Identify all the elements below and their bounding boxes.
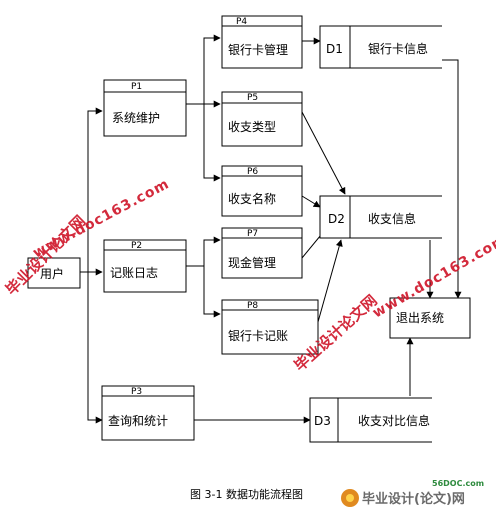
entity-label: 用户 bbox=[40, 266, 64, 281]
store-d1: D1 银行卡信息 bbox=[319, 25, 442, 69]
store-label: 银行卡信息 bbox=[368, 41, 428, 56]
edge-user-p3 bbox=[87, 272, 103, 424]
edge-p2-p7 bbox=[186, 236, 221, 267]
edge-p1-p6 bbox=[203, 104, 221, 182]
figure-caption: 图 3-1 数据功能流程图 bbox=[190, 487, 303, 501]
entity-exit: 退出系统 bbox=[389, 297, 471, 339]
process-p4: P4 银行卡管理 bbox=[221, 15, 303, 69]
store-d2: D2 收支信息 bbox=[319, 195, 442, 239]
process-p2: P2 记账日志 bbox=[103, 239, 187, 293]
store-label: 收支信息 bbox=[368, 211, 416, 226]
process-id: P5 bbox=[247, 93, 258, 103]
process-id: P4 bbox=[236, 17, 247, 27]
entity-label: 退出系统 bbox=[396, 311, 444, 325]
process-p7: P7 现金管理 bbox=[221, 227, 303, 279]
store-id: D1 bbox=[326, 42, 343, 56]
store-id: D2 bbox=[328, 212, 345, 226]
edge-p8-d2 bbox=[317, 239, 343, 323]
store-id: D3 bbox=[314, 414, 331, 428]
edge-p2-p8 bbox=[203, 266, 221, 318]
edge-p5-d2 bbox=[301, 111, 346, 195]
process-id: P3 bbox=[131, 387, 142, 397]
site-logo: 56DOC.com 毕业设计(论文)网 bbox=[341, 479, 484, 507]
connectors bbox=[80, 34, 462, 424]
edge-d1-exit bbox=[442, 59, 462, 299]
process-label: 现金管理 bbox=[228, 255, 276, 270]
process-label: 银行卡记账 bbox=[228, 329, 288, 343]
process-id: P8 bbox=[247, 301, 258, 311]
process-label: 系统维护 bbox=[112, 111, 160, 125]
process-id: P1 bbox=[131, 82, 142, 92]
process-id: P7 bbox=[247, 229, 258, 239]
process-label: 记账日志 bbox=[110, 266, 158, 280]
process-p5: P5 收支类型 bbox=[221, 91, 303, 147]
process-label: 查询和统计 bbox=[108, 414, 168, 428]
process-label: 收支名称 bbox=[228, 191, 276, 206]
process-label: 银行卡管理 bbox=[228, 42, 288, 57]
edge-p1-p4 bbox=[203, 34, 221, 104]
process-p8: P8 银行卡记账 bbox=[221, 299, 319, 355]
process-p6: P6 收支名称 bbox=[221, 165, 303, 217]
process-p3: P3 查询和统计 bbox=[101, 385, 195, 441]
process-id: P2 bbox=[131, 241, 142, 251]
store-d3: D3 收支对比信息 bbox=[309, 397, 432, 443]
logo-emblem-center-icon bbox=[346, 494, 354, 502]
process-id: P6 bbox=[247, 167, 258, 177]
process-p1: P1 系统维护 bbox=[103, 79, 187, 137]
logo-text: 毕业设计(论文)网 bbox=[362, 491, 465, 507]
logo-site: 56DOC.com bbox=[432, 479, 484, 488]
entity-user: 用户 bbox=[27, 257, 81, 289]
edge-user-p1 bbox=[87, 107, 103, 272]
store-label: 收支对比信息 bbox=[358, 413, 430, 428]
edge-p6-d2 bbox=[301, 195, 321, 208]
process-label: 收支类型 bbox=[228, 120, 276, 134]
